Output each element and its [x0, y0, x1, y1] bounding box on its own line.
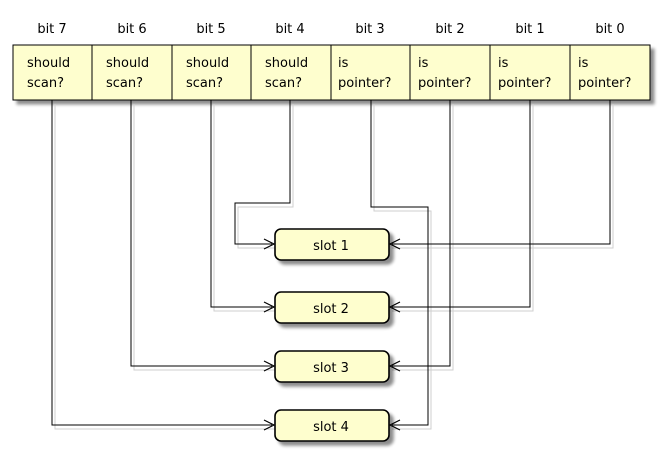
edge-bit1-slot2	[392, 100, 531, 308]
bit-6-label: bit 6	[117, 22, 146, 37]
edge-bit6-slot3	[130, 100, 272, 367]
bit-4-line1: should	[265, 56, 308, 71]
bit-1-cell	[489, 44, 571, 101]
bit-5-label: bit 5	[196, 22, 225, 37]
slot-1-box	[274, 228, 390, 261]
slot-4-box	[274, 409, 390, 442]
bit-3-cell	[330, 44, 411, 101]
arrow-slot3-left	[263, 360, 276, 372]
bit-0-label: bit 0	[595, 22, 624, 37]
slot-4-label: slot 4	[313, 420, 349, 435]
edge-bit0-slot1	[392, 100, 611, 245]
bit-7-cell	[12, 44, 93, 101]
slot-1-label: slot 1	[313, 239, 349, 254]
bit-labels: bit 7 bit 6 bit 5 bit 4 bit 3 bit 2 bit …	[37, 22, 624, 37]
bit-2-label: bit 2	[435, 22, 464, 37]
slot-2-label: slot 2	[313, 302, 349, 317]
bit-4-cell	[250, 44, 332, 101]
arrow-slot1-right	[388, 238, 401, 250]
connectors	[51, 100, 611, 426]
arrow-slot4-right	[388, 419, 401, 431]
arrow-slot2-right	[388, 301, 401, 313]
bit-1-label: bit 1	[515, 22, 544, 37]
edge-bit3-slot4	[370, 100, 429, 426]
bit-0-line2: pointer?	[578, 76, 631, 91]
bit-1-line1: is	[498, 56, 509, 71]
bit-4-line2: scan?	[265, 76, 302, 91]
bit-5-line2: scan?	[186, 76, 223, 91]
bit-3-line1: is	[338, 56, 349, 71]
bit-5-cell	[171, 44, 252, 101]
bit-3-label: bit 3	[355, 22, 384, 37]
edge-bit5-slot2	[210, 100, 272, 308]
bit-2-line1: is	[418, 56, 429, 71]
arrow-slot1-left	[263, 238, 276, 250]
bit-5-line1: should	[186, 56, 229, 71]
arrowheads	[263, 238, 401, 431]
bit-cell-texts: should scan? should scan? should scan? s…	[27, 56, 631, 91]
slot-labels: slot 1 slot 2 slot 3 slot 4	[313, 239, 349, 435]
edge-bit4-slot1	[234, 100, 291, 245]
slot-2-box	[274, 291, 390, 324]
bit-6-cell	[91, 44, 173, 101]
connector-shadows	[54, 104, 614, 430]
bit-3-line2: pointer?	[338, 76, 391, 91]
bit-6-line1: should	[106, 56, 149, 71]
bit-0-cell	[569, 44, 651, 101]
bit-2-line2: pointer?	[418, 76, 471, 91]
arrow-slot4-left	[263, 419, 276, 431]
slot-boxes	[274, 228, 390, 442]
bit-7-line1: should	[27, 56, 70, 71]
slot-3-label: slot 3	[313, 361, 349, 376]
bit-4-label: bit 4	[275, 22, 304, 37]
bit-7-line2: scan?	[27, 76, 64, 91]
edge-bit7-slot4	[51, 100, 272, 426]
slot-3-box	[274, 350, 390, 383]
arrow-slot2-left	[263, 301, 276, 313]
bit-0-line1: is	[578, 56, 589, 71]
bit-2-cell	[409, 44, 491, 101]
arrow-slot3-right	[388, 360, 401, 372]
bit-cells	[12, 44, 651, 101]
bit-6-line2: scan?	[106, 76, 143, 91]
edge-bit2-slot3	[392, 100, 451, 367]
bit-7-label: bit 7	[37, 22, 66, 37]
bit-1-line2: pointer?	[498, 76, 551, 91]
